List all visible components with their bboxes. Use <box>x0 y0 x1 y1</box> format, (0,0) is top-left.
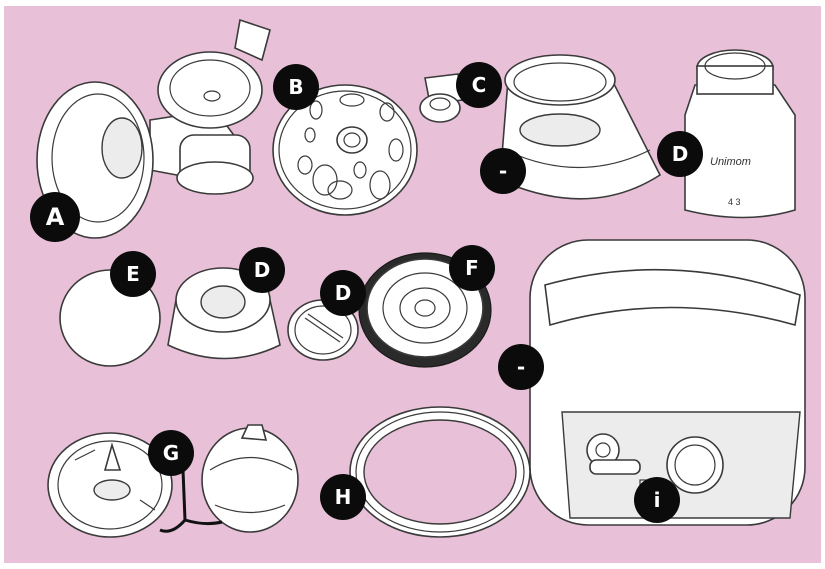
label-d-mid1: D <box>239 247 285 293</box>
label-g: G <box>148 430 194 476</box>
pump-motor-unit <box>529 239 806 526</box>
bowl-cup-part <box>499 54 662 200</box>
label-f: F <box>449 245 495 291</box>
label-h: H <box>320 474 366 520</box>
valve-part <box>419 73 463 123</box>
label-i: i <box>634 477 680 523</box>
label-e: E <box>110 251 156 297</box>
label-dash-right: - <box>498 344 544 390</box>
milk-bottle-part: Unimom 4 3 <box>684 49 796 219</box>
valve-cap-part <box>201 424 299 533</box>
label-d-mid2: D <box>320 270 366 316</box>
bottle-brand-text: Unimom <box>710 156 751 168</box>
label-d-top: D <box>657 131 703 177</box>
label-b: B <box>273 64 319 110</box>
bottle-scale-marks: 4 3 <box>728 197 741 207</box>
perforated-disc-part <box>272 84 418 216</box>
base-connector-part <box>47 432 173 538</box>
tube-sketch-line <box>159 469 223 533</box>
sealing-ring-part <box>349 406 531 538</box>
label-a: A <box>30 192 80 242</box>
label-dash-top: - <box>480 148 526 194</box>
ring-cap-part <box>167 267 281 360</box>
label-c: C <box>456 62 502 108</box>
